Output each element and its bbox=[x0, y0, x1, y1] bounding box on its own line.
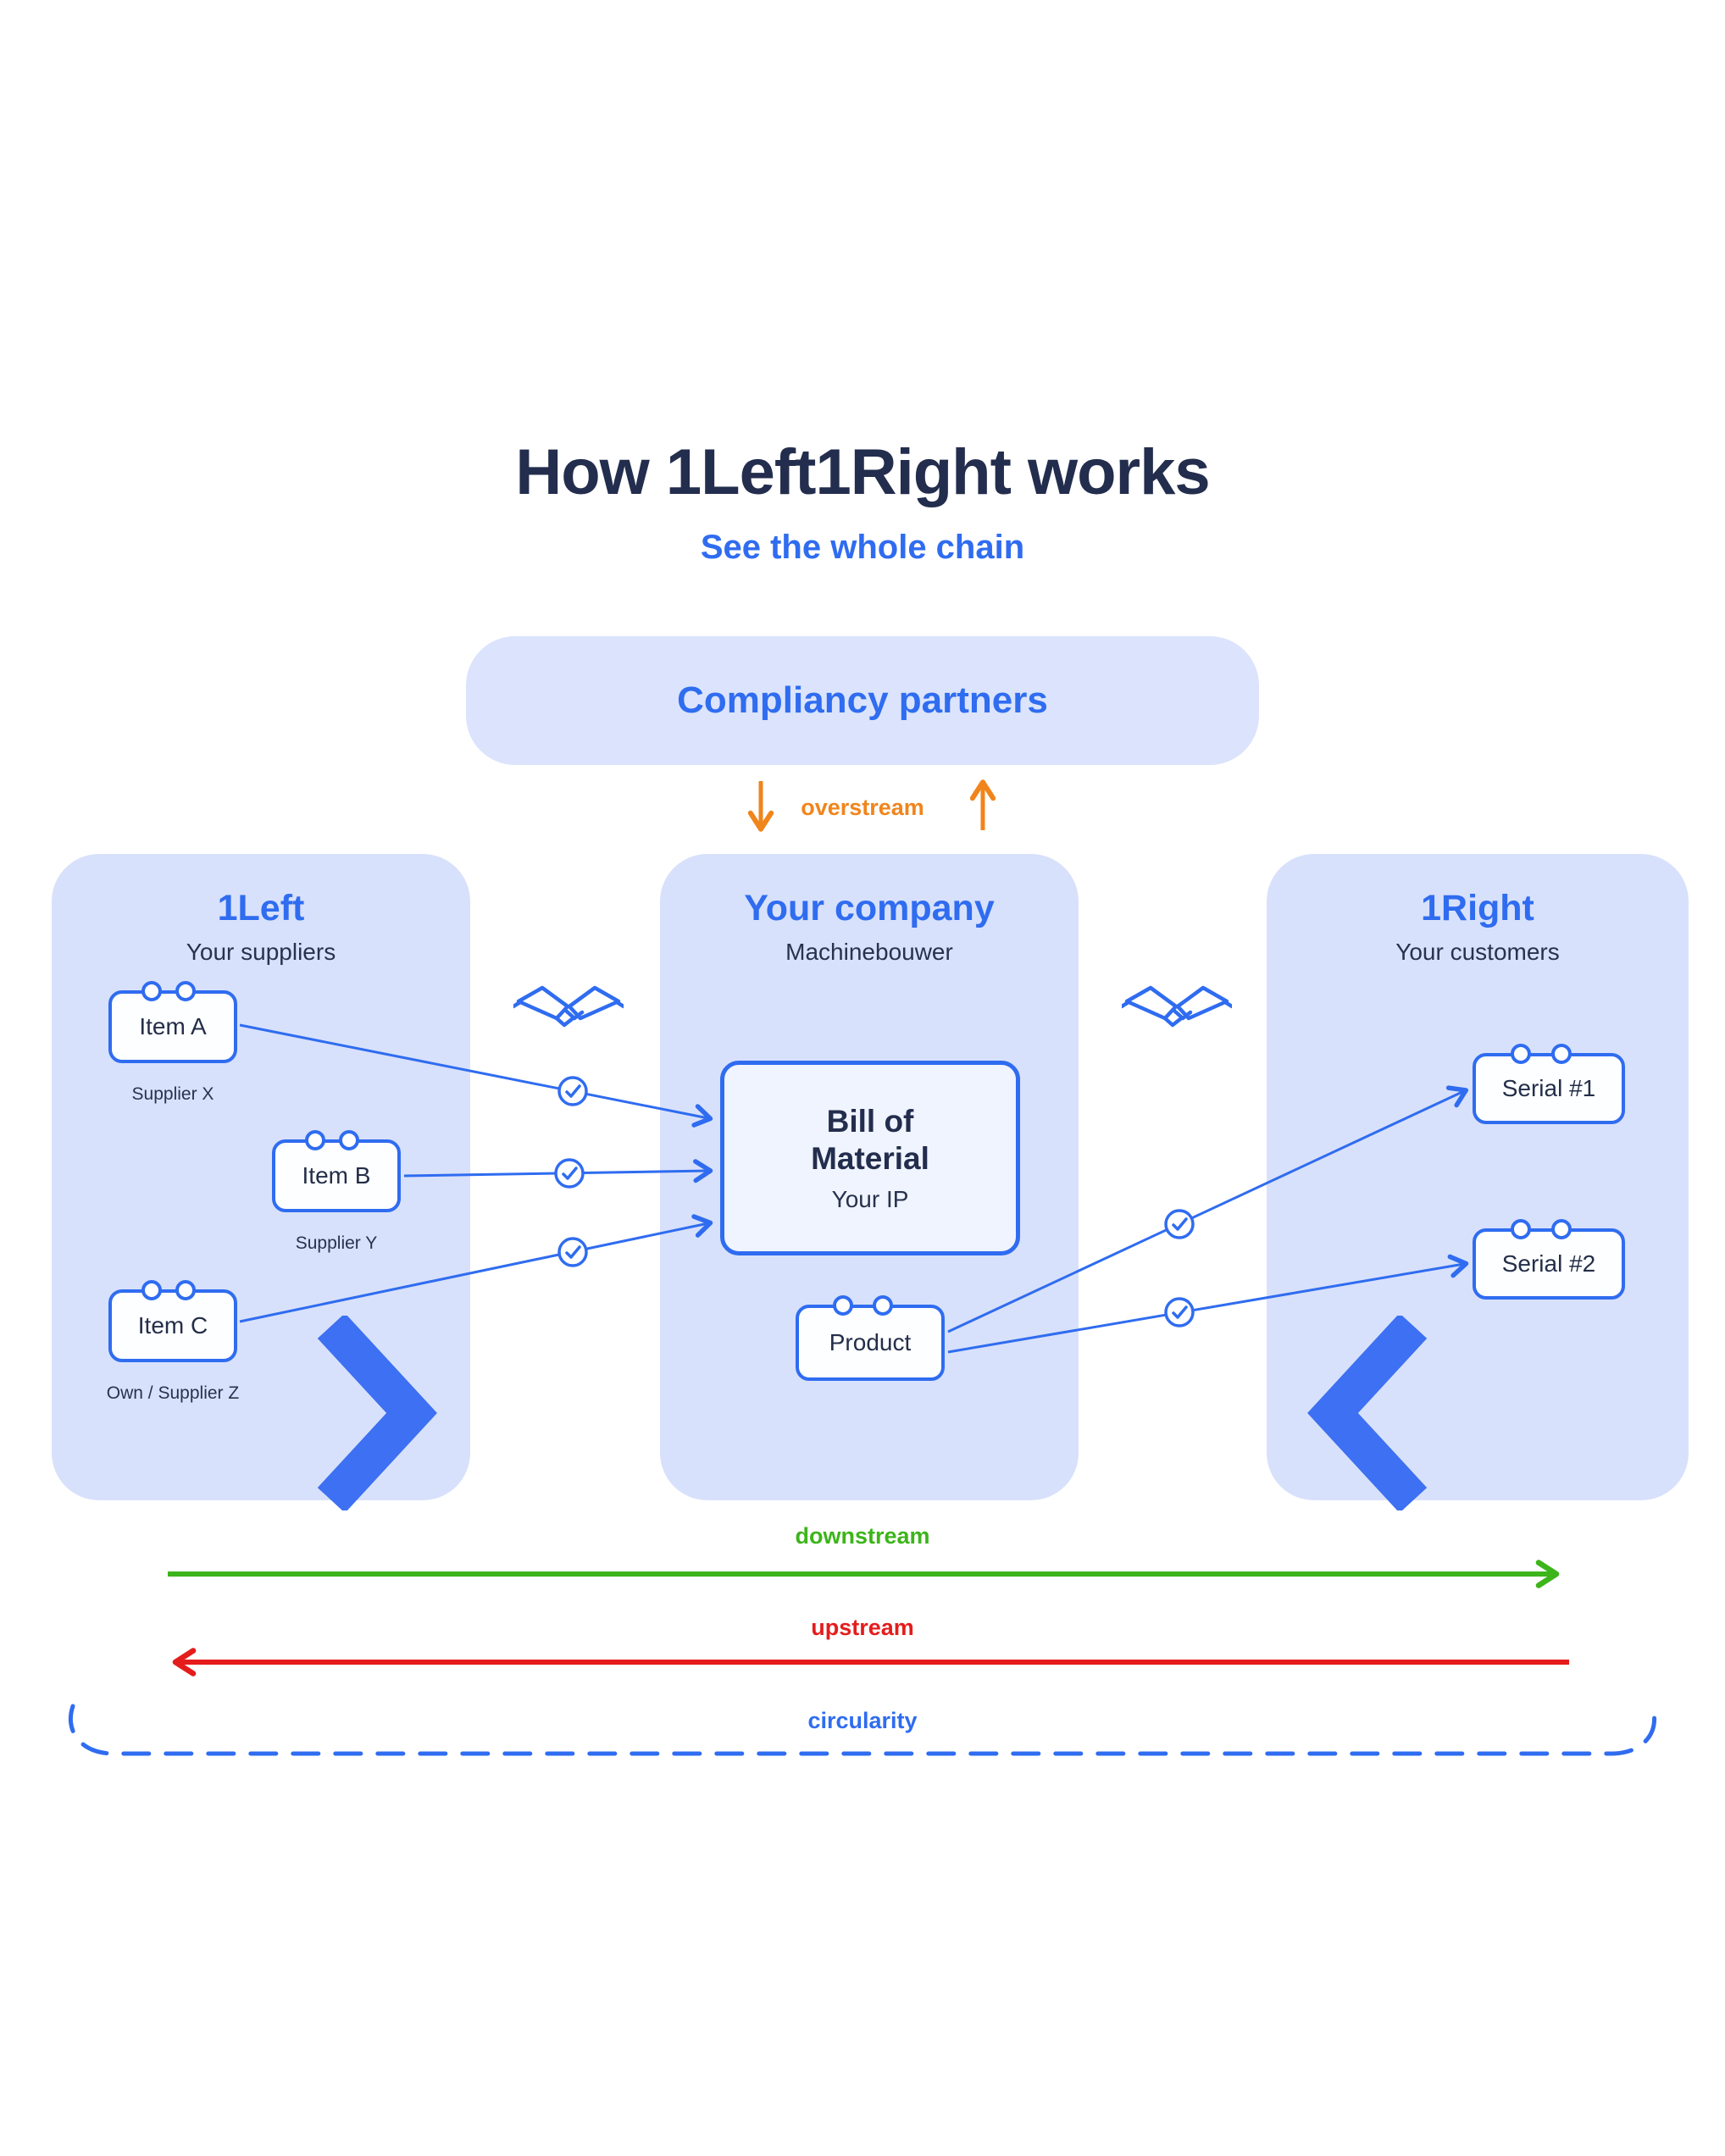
check-icon bbox=[557, 1076, 588, 1106]
chevron-right-icon bbox=[317, 1316, 437, 1510]
page-title: How 1Left1Right works bbox=[515, 436, 1210, 508]
panel-1left-title: 1Left bbox=[217, 888, 305, 928]
check-icon bbox=[1164, 1209, 1195, 1239]
circularity-label: circularity bbox=[807, 1708, 918, 1733]
item-a-caption: Supplier X bbox=[131, 1084, 214, 1104]
upstream-label: upstream bbox=[811, 1615, 914, 1640]
item-card-a: Item A bbox=[108, 981, 237, 1063]
chevron-left-icon bbox=[1307, 1316, 1428, 1510]
bill-of-material-box: Bill of Material Your IP bbox=[720, 1061, 1020, 1255]
compliancy-partners-label: Compliancy partners bbox=[677, 679, 1048, 721]
check-icon bbox=[554, 1158, 585, 1189]
overstream-label: overstream bbox=[801, 795, 924, 820]
serial-1-card: Serial #1 bbox=[1473, 1044, 1625, 1124]
bom-caption: Your IP bbox=[831, 1186, 909, 1213]
check-icon bbox=[1164, 1297, 1195, 1327]
item-b-label: Item B bbox=[302, 1162, 371, 1189]
panel-your-company: Your company Machinebouwer Bill of Mater… bbox=[660, 854, 1079, 1500]
serial-2-card: Serial #2 bbox=[1473, 1219, 1625, 1300]
serial-1-label: Serial #1 bbox=[1501, 1075, 1596, 1101]
check-icon bbox=[557, 1237, 588, 1267]
item-c-label: Item C bbox=[137, 1312, 208, 1338]
item-b-caption: Supplier Y bbox=[295, 1233, 378, 1253]
item-c-caption: Own / Supplier Z bbox=[106, 1383, 240, 1403]
panel-1right-title: 1Right bbox=[1421, 888, 1534, 928]
panel-1right-subtitle: Your customers bbox=[1395, 939, 1560, 965]
page-subtitle: See the whole chain bbox=[700, 529, 1025, 566]
handshake-icon bbox=[513, 985, 624, 1028]
serial-2-label: Serial #2 bbox=[1501, 1250, 1596, 1277]
panel-your-company-title: Your company bbox=[744, 888, 995, 928]
downstream-label: downstream bbox=[795, 1523, 930, 1549]
item-a-label: Item A bbox=[139, 1013, 207, 1039]
product-label: Product bbox=[829, 1329, 912, 1355]
panel-your-company-subtitle: Machinebouwer bbox=[785, 939, 953, 965]
compliancy-partners-box: Compliancy partners bbox=[466, 636, 1259, 765]
panel-1left-subtitle: Your suppliers bbox=[186, 939, 336, 965]
panel-1right: 1Right Your customers Serial #1 Serial #… bbox=[1267, 854, 1689, 1510]
item-card-b: Item B bbox=[272, 1130, 401, 1212]
handshake-icon bbox=[1122, 985, 1232, 1028]
bom-title: Bill of Material bbox=[811, 1103, 929, 1176]
panel-1left: 1Left Your suppliers Item A Supplier X I… bbox=[52, 854, 470, 1510]
item-card-c: Item C bbox=[108, 1280, 237, 1362]
product-card: Product bbox=[796, 1295, 945, 1381]
